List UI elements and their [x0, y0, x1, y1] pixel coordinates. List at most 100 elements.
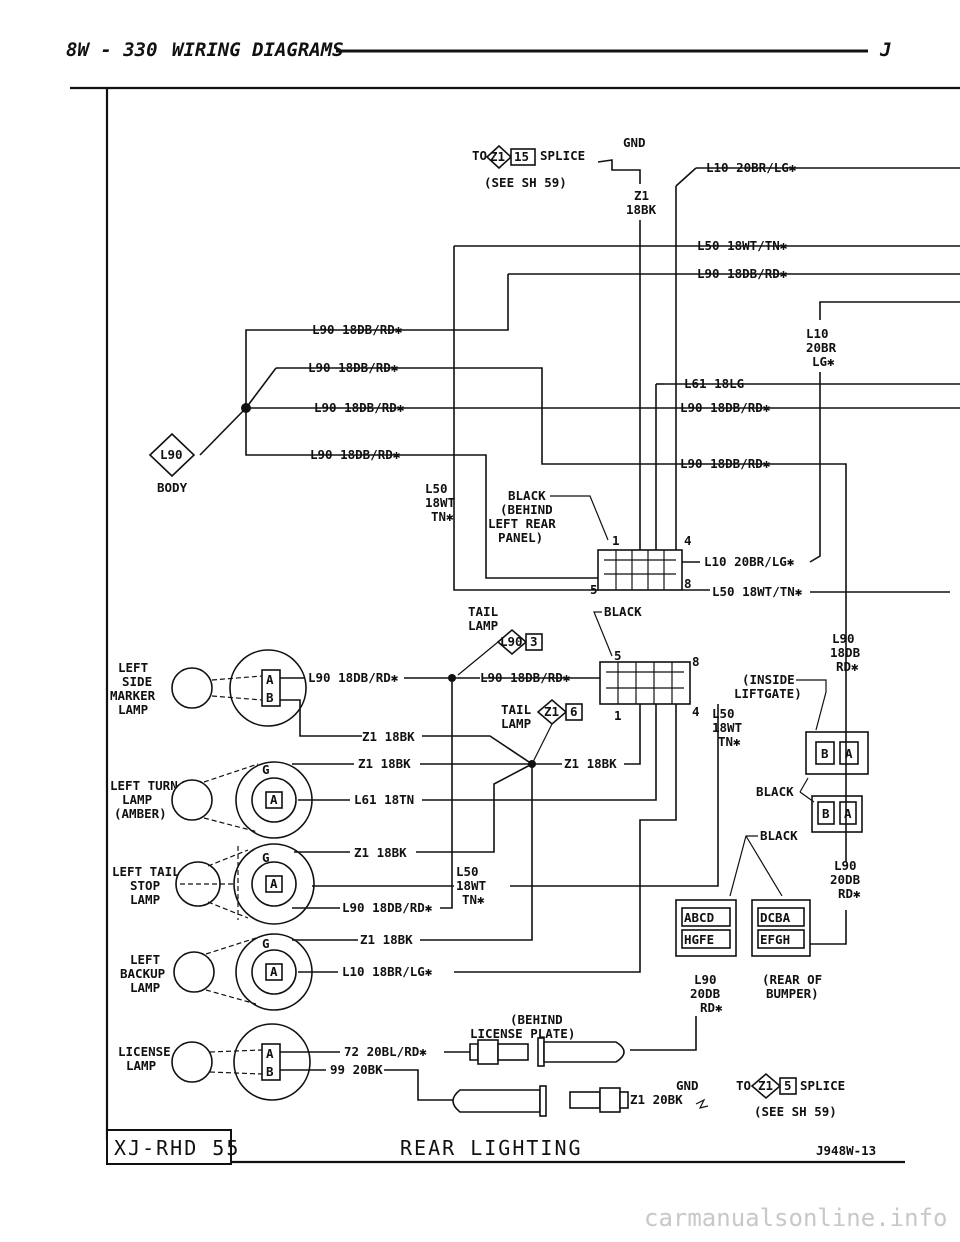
pin-box-a-lower — [839, 801, 857, 825]
inline-connector-99 — [452, 1085, 629, 1117]
wire-l90-branch-4 — [245, 408, 598, 579]
lamp-label-2: LAMP — [501, 716, 531, 731]
wire-99-right — [384, 1069, 460, 1101]
panel-label: PANEL) — [498, 530, 543, 545]
label-l10-v2: 20BR — [806, 340, 837, 355]
label-l50-v3: TN✱ — [431, 509, 454, 524]
page-code-box — [106, 1129, 232, 1165]
label-l90-20db-2: 20DB — [690, 986, 721, 1001]
lamp-left-turn: LEFT TURN LAMP (AMBER) A G — [110, 761, 313, 839]
pin5-label: 5 — [590, 582, 598, 597]
wire-l61-18tn-right — [422, 704, 657, 801]
connector-body-1 — [597, 549, 683, 591]
pin-a-upper: A — [845, 746, 853, 761]
label-l61-18lg: L61 18LG — [684, 376, 744, 391]
label-l90-right-v1: L90 — [832, 631, 855, 646]
inline99-pin — [569, 1091, 601, 1109]
turn-dashes — [203, 763, 259, 833]
pin5-label-2: 5 — [614, 648, 622, 663]
bumper-conn-right-bot — [757, 929, 805, 949]
wire-l90-branch-2-diag — [245, 367, 277, 409]
side-marker-l4: LAMP — [118, 702, 148, 717]
gnd-lead-top — [597, 159, 641, 184]
backup-pin-box — [265, 963, 283, 981]
label-l90-right-v2: 18DB — [830, 645, 861, 660]
left-rear-label: LEFT REAR — [488, 516, 556, 531]
label-l90-20db-1: L90 — [694, 972, 717, 987]
backup-l1: LEFT — [130, 952, 160, 967]
bk18-vertical-label: 18BK — [626, 202, 657, 217]
tail-stop-l1: LEFT TAIL/ — [112, 864, 187, 879]
pin-box-b-lower — [817, 801, 835, 825]
wire-z1-1-to-splice — [422, 735, 533, 765]
bumper-dcba: DCBA — [760, 910, 791, 925]
pin1-label-2: 1 — [614, 708, 622, 723]
splice-5-text: 5 — [784, 1078, 792, 1093]
black-label-2: BLACK — [604, 604, 642, 619]
wire-l90-right-2-down — [790, 463, 847, 730]
pin-box-b-upper — [815, 741, 835, 765]
bumper-conn-left-bot — [681, 929, 731, 949]
inline99-mate — [599, 1087, 621, 1113]
inline72-mate — [543, 1041, 625, 1063]
pin-box-a-upper — [839, 741, 859, 765]
label-l10-18br: L10 18BR/LG✱ — [342, 964, 433, 979]
wire-l90-tail-stop-up — [440, 682, 453, 909]
label-l90-bumper-v2: 20DB — [830, 872, 861, 887]
bumper-conn-right-top — [757, 907, 805, 927]
tail-stop-pin-a: A — [270, 876, 278, 891]
label-l90-branch-2: L90 18DB/RD✱ — [308, 360, 399, 375]
label-l50-v1-c: L50 — [456, 864, 479, 879]
wire-body-ground — [199, 407, 247, 456]
label-z1-2: Z1 18BK — [358, 756, 411, 771]
license-bulb — [171, 1041, 213, 1083]
pin8-label: 8 — [684, 576, 692, 591]
splice-l90-3-text: 3 — [530, 634, 538, 649]
splice-15-text: 15 — [514, 149, 529, 164]
label-l50-v2-b: 18WT — [712, 720, 742, 735]
pin8-label-2: 8 — [692, 654, 700, 669]
inline72-pin — [497, 1043, 529, 1061]
page-footer: XJ-RHD 55 REAR LIGHTING J948W-13 — [106, 1129, 876, 1165]
tail-stop-l2: STOP — [130, 878, 160, 893]
splice-dot-l90-tail — [448, 674, 456, 682]
wire-l10-right-down — [809, 372, 821, 563]
splice-label-bottom: SPLICE — [800, 1078, 845, 1093]
connector-liftgate-ba: B A B A — [805, 731, 869, 833]
label-l50-v1: L50 — [425, 481, 448, 496]
backup-dashes — [205, 937, 257, 1005]
bumper-conn-left-top — [681, 907, 731, 927]
black-label-1: BLACK — [508, 488, 546, 503]
side-marker-l2: SIDE — [122, 674, 152, 689]
body-label: BODY — [157, 480, 188, 495]
connector-body-2 — [599, 661, 691, 705]
z1-vertical-label: Z1 — [634, 188, 649, 203]
splice-l90-3: L90 3 — [496, 628, 543, 656]
label-l10-conn: L10 20BR/LG✱ — [704, 554, 795, 569]
splice-box-bottom — [779, 1077, 797, 1095]
splice-z1-top: TO Z1 15 SPLICE (SEE SH 59) GND Z1 18BK — [472, 135, 657, 217]
backup-pin-g: G — [262, 936, 270, 951]
license-plug — [261, 1043, 281, 1081]
label-tail-l90: L90 18DB/RD✱ — [480, 670, 571, 685]
figure-id: J948W-13 — [816, 1143, 876, 1158]
turn-l3: (AMBER) — [114, 806, 167, 821]
watermark: carmanualsonline.info — [644, 1204, 947, 1232]
turn-pin-a: A — [270, 792, 278, 807]
license-l1: LICENSE — [118, 1044, 171, 1059]
side-marker-dashes — [211, 675, 263, 701]
wire-l90-branch-2 — [276, 367, 676, 465]
wire-z1-5-right — [420, 764, 533, 941]
wire-l10-right-top — [819, 301, 960, 320]
turn-bulb — [171, 779, 213, 821]
inline99-body — [452, 1089, 541, 1113]
see-sh59-bottom: (SEE SH 59) — [754, 1104, 837, 1119]
lamp-left-backup: LEFT BACKUP LAMP A G — [120, 933, 313, 1011]
label-z1-1: Z1 18BK — [362, 729, 415, 744]
turn-pin-g: G — [262, 762, 270, 777]
inline99-cap — [619, 1091, 629, 1109]
leader-z1-6 — [531, 723, 553, 765]
connector-rear-bumper: ABCD HGFE DCBA EFGH — [675, 899, 811, 957]
side-marker-bulb — [171, 667, 213, 709]
label-l90-branch-1: L90 18DB/RD✱ — [312, 322, 403, 337]
